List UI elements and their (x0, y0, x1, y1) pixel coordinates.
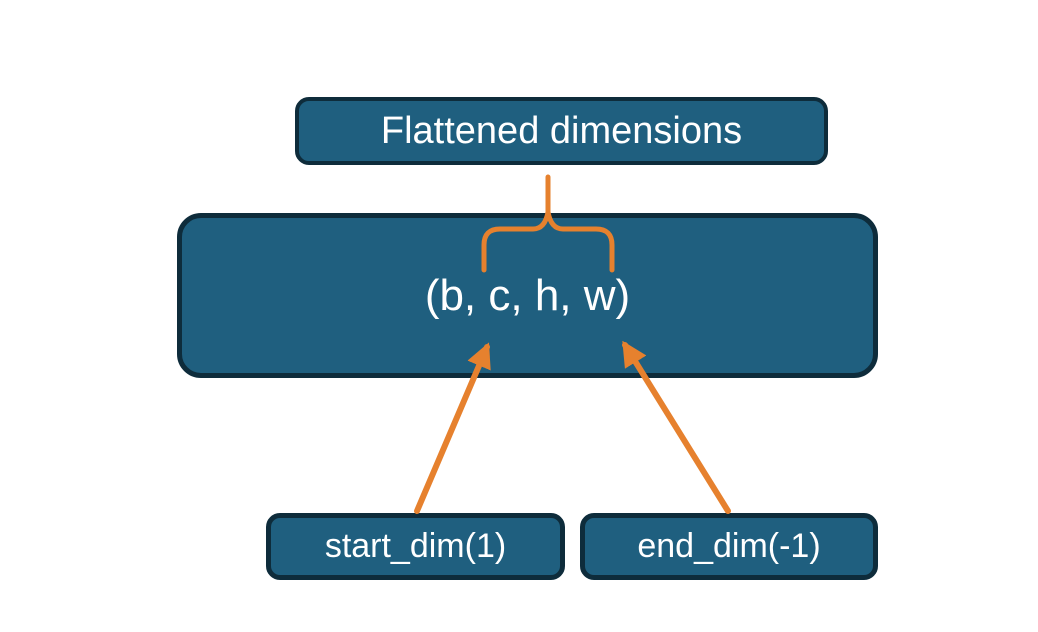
start-dim-label: start_dim(1) (324, 527, 507, 565)
end-dim-label: end_dim(-1) (637, 527, 821, 565)
node-start-dim: start_dim(1) (266, 513, 565, 580)
node-end-dim: end_dim(-1) (580, 513, 878, 580)
flattened-dimensions-label: Flattened dimensions (380, 109, 743, 152)
node-tensor-shape: (b, c, h, w) (177, 213, 878, 378)
tensor-shape-label: (b, c, h, w) (424, 270, 631, 320)
node-flattened-dimensions: Flattened dimensions (295, 97, 828, 165)
